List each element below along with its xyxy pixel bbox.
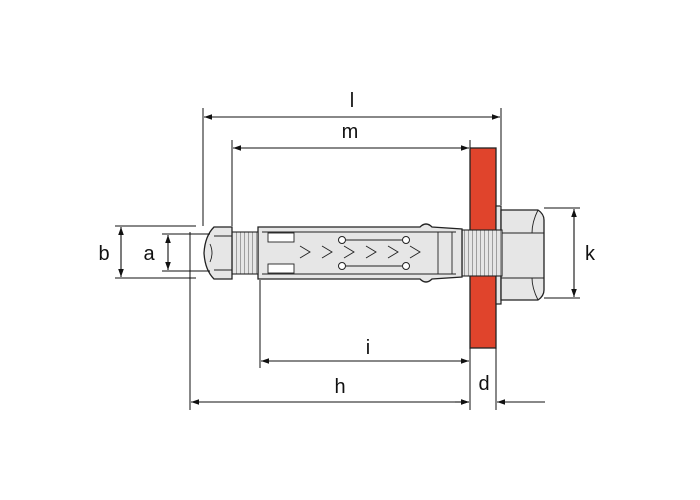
extension-lines — [115, 108, 580, 410]
hex-nut — [500, 209, 545, 301]
cone-tip — [203, 226, 233, 280]
dimension-a: a — [143, 235, 171, 270]
dimension-d: d — [455, 373, 545, 405]
cone-thread — [231, 231, 259, 275]
label-i: i — [366, 337, 370, 359]
dimension-m: m — [233, 121, 469, 151]
label-a: a — [143, 243, 155, 265]
dimension-b: b — [98, 227, 124, 277]
dimension-h: h — [191, 376, 469, 405]
label-h: h — [334, 376, 345, 398]
dimension-i: i — [261, 337, 469, 364]
bolt-thread — [461, 229, 503, 277]
dimension-k: k — [571, 209, 596, 297]
label-b: b — [98, 243, 109, 265]
dimension-l: l — [204, 90, 500, 120]
label-d: d — [478, 373, 489, 395]
label-k: k — [585, 243, 596, 265]
label-m: m — [342, 121, 359, 143]
expansion-sleeve — [257, 223, 463, 283]
label-l: l — [350, 90, 354, 112]
